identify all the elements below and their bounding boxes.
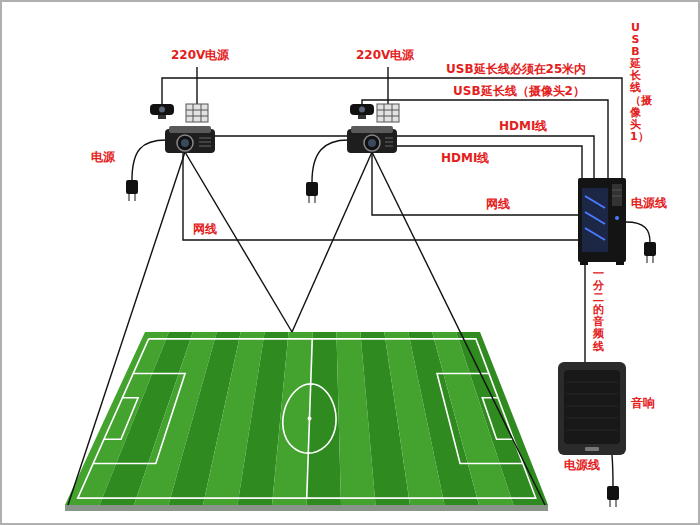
center-spot <box>308 417 312 421</box>
power-label: 电源线 <box>563 458 601 472</box>
field-line <box>283 384 336 453</box>
field-line <box>78 339 536 498</box>
power-cable <box>626 222 650 242</box>
field-edge <box>65 505 548 511</box>
power-label: 220V电源 <box>170 48 230 62</box>
cable-label: HDMI线 <box>498 119 548 133</box>
hdmi-cable <box>397 146 582 178</box>
projection-beam <box>185 152 292 332</box>
power-label: 电源 <box>90 150 116 164</box>
field-line <box>482 398 513 440</box>
usb-cable <box>162 78 622 178</box>
cable-label: USB延长线（摄像头2） <box>452 84 586 98</box>
grass-stripe <box>272 332 313 505</box>
power-cable <box>132 140 166 180</box>
cable-label: 网线 <box>485 197 511 211</box>
hdmi-cable <box>214 136 594 178</box>
projection-beam <box>372 152 545 505</box>
projector <box>165 126 215 153</box>
power-strip <box>377 104 399 122</box>
plug <box>644 242 656 263</box>
cable-label: 一分二的音频线 <box>593 268 604 353</box>
power-label: 电源线 <box>630 196 668 210</box>
plug <box>306 182 318 203</box>
power-label: 220V电源 <box>355 48 415 62</box>
power-cable <box>387 67 388 104</box>
camera <box>350 104 374 119</box>
projector <box>347 126 397 153</box>
cable-label: USB延长线（摄像头1） <box>630 22 641 143</box>
power-cable <box>612 455 613 486</box>
plug <box>126 180 138 201</box>
network-cable <box>372 152 578 215</box>
power-cable <box>196 67 197 104</box>
usb-cable <box>362 100 608 178</box>
football-field <box>65 332 548 511</box>
network-cable <box>183 152 578 240</box>
field-line <box>104 398 138 440</box>
power-cable <box>312 140 348 182</box>
speaker <box>558 362 626 455</box>
power-strip <box>186 104 208 122</box>
projection-beam <box>292 152 372 332</box>
cable-label: USB延长线必须在25米内 <box>445 62 587 76</box>
audio-cable <box>584 262 585 362</box>
plug <box>607 486 619 507</box>
device-label: 音响 <box>630 396 656 410</box>
cable-label: 网线 <box>192 222 218 236</box>
field-line <box>437 374 523 464</box>
camera <box>150 104 174 119</box>
cable-label: HDMI线 <box>440 151 490 165</box>
field-line <box>307 339 313 498</box>
projection-beam <box>68 152 185 505</box>
cables <box>68 67 650 505</box>
computer-tower <box>578 178 626 265</box>
